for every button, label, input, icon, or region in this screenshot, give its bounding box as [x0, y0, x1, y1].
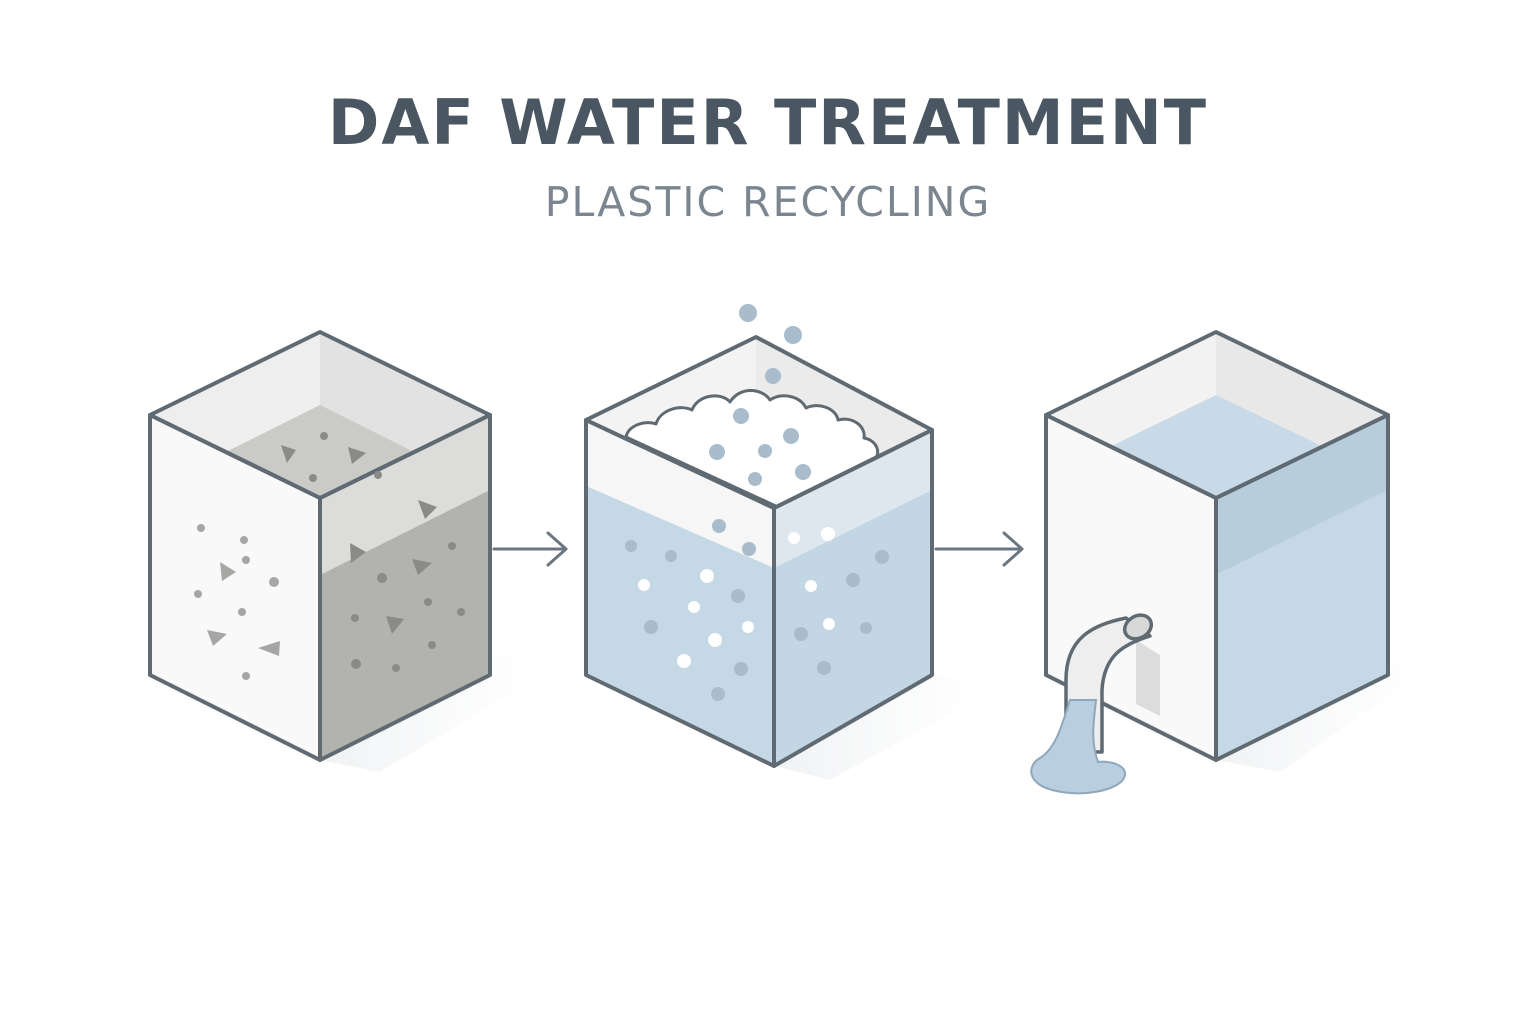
froth-layer — [624, 389, 880, 510]
rising-air-bubbles — [709, 304, 811, 486]
tank-front-right-liquid — [320, 490, 490, 760]
water-bubbles — [625, 519, 889, 701]
tank-outline — [1044, 330, 1390, 762]
pipe-shadow — [1136, 640, 1160, 716]
diagram-subtitle: PLASTIC RECYCLING — [544, 178, 992, 226]
diagram-title: DAF WATER TREATMENT — [327, 86, 1209, 159]
micro-bubbles — [638, 527, 835, 668]
pipe-opening — [1122, 613, 1154, 641]
water-stream — [1030, 699, 1127, 795]
tank-front-right-water-top — [1216, 415, 1388, 575]
tank-outline — [148, 330, 492, 762]
clean-water-tank — [1030, 330, 1440, 795]
tank-shadow — [320, 654, 560, 772]
tank-front-right-water — [1216, 490, 1388, 760]
tank-front-right-glass — [320, 415, 490, 575]
suspended-particles — [194, 524, 280, 680]
arrow-right-icon — [492, 531, 568, 567]
tank-front-left — [150, 415, 320, 760]
contaminated-water-tank — [148, 330, 560, 772]
air-flotation-tank — [584, 304, 1000, 780]
plastic-particles — [281, 432, 465, 672]
water-surface-band — [774, 430, 932, 568]
tank-shadow — [774, 674, 1000, 780]
tank-outline — [584, 335, 934, 768]
arrow-right-icon — [934, 531, 1024, 567]
outlet-pipe-icon — [1030, 613, 1160, 795]
tank-shadow — [1216, 660, 1440, 772]
tank-front-left-glass — [586, 420, 774, 568]
